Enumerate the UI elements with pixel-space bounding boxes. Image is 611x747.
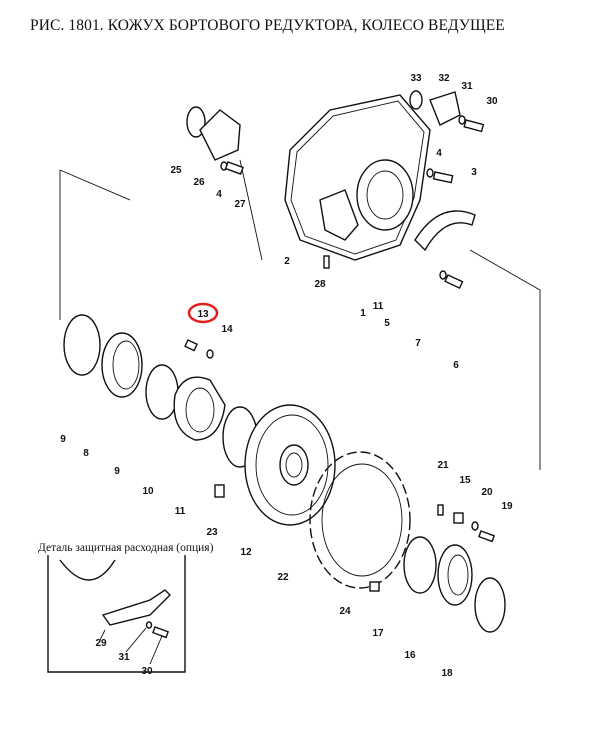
o-ring-17 <box>403 536 437 594</box>
o-ring-9b <box>145 364 179 420</box>
part-label[interactable]: 10 <box>142 486 154 497</box>
part-label[interactable]: 11 <box>175 506 186 517</box>
part-label[interactable]: 33 <box>410 73 422 84</box>
part-label[interactable]: 6 <box>453 360 459 371</box>
part-label[interactable]: 21 <box>437 460 449 471</box>
o-ring-25 <box>186 106 206 138</box>
part-label[interactable]: 32 <box>438 73 450 84</box>
part-label[interactable]: 9 <box>114 466 120 477</box>
part-label[interactable]: 23 <box>206 527 218 538</box>
inset-caption: Деталь защитная расходная (опция) <box>38 542 214 554</box>
part-label[interactable]: 3 <box>471 167 477 178</box>
part-label[interactable]: 9 <box>60 434 66 445</box>
o-ring-18 <box>474 577 506 633</box>
retainer-10 <box>173 376 226 441</box>
part-label[interactable]: 8 <box>83 448 89 459</box>
washer-31 <box>458 115 466 125</box>
bolt-27 <box>224 161 244 175</box>
part-label[interactable]: 2 <box>284 256 290 267</box>
flange-26 <box>199 109 241 161</box>
ring-16 <box>437 544 473 606</box>
figure-title: РИС. 1801. КОЖУХ БОРТОВОГО РЕДУКТОРА, КО… <box>30 17 505 34</box>
inset-label-30: 30 <box>141 666 153 677</box>
washer-7 <box>439 270 447 280</box>
o-ring-9a <box>63 314 101 376</box>
washer-14 <box>206 349 214 359</box>
part-label[interactable]: 24 <box>339 606 351 617</box>
inset-box: Деталь защитная расходная (опция) 29 31 … <box>38 542 214 677</box>
part-label[interactable]: 28 <box>314 279 326 290</box>
part-label[interactable]: 12 <box>240 547 252 558</box>
bolt-23 <box>214 484 225 498</box>
part-labels: 33 32 31 30 4 3 25 26 4 27 2 28 1 11 5 7… <box>60 73 513 679</box>
sprocket-segment-22 <box>309 451 411 589</box>
bolt-13 <box>184 339 198 352</box>
washer-20 <box>471 521 479 531</box>
part-label[interactable]: 19 <box>501 501 513 512</box>
washer-4 <box>426 168 434 178</box>
pin-21 <box>437 504 444 516</box>
bolt-3 <box>432 171 454 184</box>
seal-8 <box>101 332 143 398</box>
part-label[interactable]: 1 <box>360 308 366 319</box>
part-label[interactable]: 26 <box>193 177 205 188</box>
nut-15 <box>453 512 464 524</box>
part-label[interactable]: 4 <box>216 189 222 200</box>
part-label-highlighted[interactable]: 13 <box>197 309 209 320</box>
nut-24 <box>369 581 380 592</box>
part-label[interactable]: 22 <box>277 572 289 583</box>
cover-part-5 <box>414 210 476 252</box>
part-label[interactable]: 7 <box>415 338 421 349</box>
part-label[interactable]: 20 <box>481 487 493 498</box>
part-label[interactable]: 17 <box>372 628 384 639</box>
part-label[interactable]: 18 <box>441 668 453 679</box>
part-label[interactable]: 5 <box>384 318 390 329</box>
part-label[interactable]: 14 <box>221 324 233 335</box>
o-ring-33 <box>409 90 423 110</box>
part-label[interactable]: 25 <box>170 165 182 176</box>
highlight-circle <box>187 302 219 324</box>
part-label[interactable]: 11 <box>373 301 384 312</box>
part-label[interactable]: 4 <box>436 148 442 159</box>
inset-label-29: 29 <box>95 638 107 649</box>
inset-label-31: 31 <box>118 652 130 663</box>
pin-28 <box>323 255 330 269</box>
part-label[interactable]: 16 <box>404 650 416 661</box>
part-label[interactable]: 27 <box>234 199 246 210</box>
bolt-6 <box>444 274 464 290</box>
hub-12 <box>244 404 336 526</box>
bolt-19 <box>478 530 496 543</box>
part-label[interactable]: 31 <box>461 81 473 92</box>
final-drive-housing <box>284 94 431 261</box>
bolt-30 <box>463 119 485 133</box>
assembly-bracket-lines <box>59 159 541 470</box>
part-label[interactable]: 15 <box>459 475 471 486</box>
plate-32 <box>429 91 461 126</box>
part-label[interactable]: 30 <box>486 96 498 107</box>
